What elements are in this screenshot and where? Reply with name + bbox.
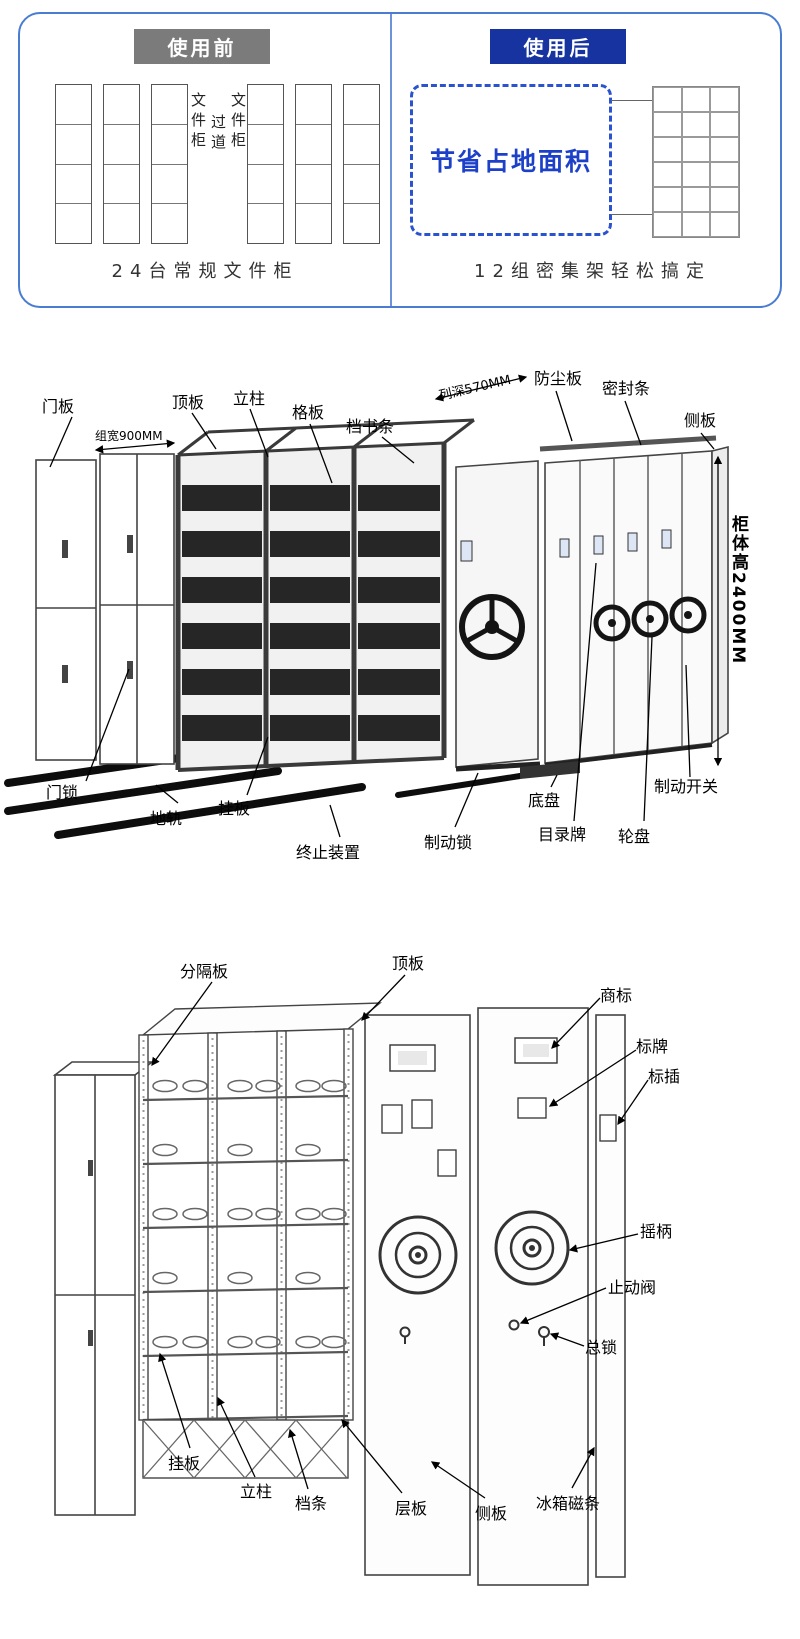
crank-handles	[378, 1210, 570, 1295]
label-ground-rail: 地轨	[150, 809, 183, 828]
label-dust-panel: 防尘板	[534, 369, 583, 388]
label-chassis: 底盘	[528, 791, 561, 810]
after-badge: 使用后	[490, 29, 626, 64]
cabinet-column	[55, 84, 92, 244]
door-cabinets	[35, 453, 175, 765]
label-name-plate: 标牌	[636, 1037, 669, 1056]
middle-diagram: 门板 组宽900MM 顶板 立柱 格板 档书条 列深570MM 防尘板 密封条 …	[0, 335, 800, 893]
label-main-lock: 总锁	[585, 1338, 618, 1357]
label-seal-strip: 密封条	[602, 379, 651, 398]
chassis-shape	[520, 761, 580, 779]
label-group-width: 组宽900MM	[95, 429, 163, 443]
label-column: 立柱	[240, 1482, 273, 1501]
label-label-insert: 标插	[648, 1067, 681, 1086]
label-fridge-magnetic-strip: 冰箱磁条	[536, 1494, 601, 1513]
rack-top-frame	[177, 418, 475, 457]
before-badge: 使用前	[134, 29, 270, 64]
base-frame	[142, 1419, 349, 1479]
comparison-panel: 使用前 使用后 文件柜 过道 文件柜 24台常规文件柜 节省占地面积 12组密集…	[18, 12, 782, 308]
label-file-strip: 档条	[295, 1494, 328, 1513]
label-trademark: 商标	[600, 986, 633, 1005]
locks-and-valves	[399, 1319, 550, 1346]
shelves	[142, 1094, 349, 1422]
dust-panel-strip	[539, 435, 717, 452]
hanging-plates	[152, 1079, 347, 1349]
label-brake-switch: 制动开关	[654, 777, 719, 796]
cabinet-column	[103, 84, 140, 244]
before-caption: 24台常规文件柜	[111, 261, 299, 282]
trademark-plates	[389, 1037, 558, 1072]
label-brake-lock: 制动锁	[424, 833, 473, 852]
bottom-diagram: 分隔板 顶板 商标 标牌 标插 摇柄 止动阀 总锁 挂板 立柱 档条 层板 侧板…	[0, 920, 800, 1639]
label-top-panel: 顶板	[392, 954, 425, 973]
door-cabinet	[52, 1061, 155, 1516]
save-space-text: 节省占地面积	[429, 147, 592, 176]
label-door-lock: 门锁	[46, 783, 79, 802]
base-lattice	[142, 1419, 348, 1479]
floor-grid	[652, 86, 740, 238]
leader-lines	[49, 374, 723, 838]
label-side-panel: 侧板	[684, 411, 717, 430]
bottom-diagram-illustration	[52, 974, 649, 1586]
label-hanging-plate: 挂板	[218, 799, 251, 818]
label-catalog-plate: 目录牌	[538, 825, 587, 844]
cabinet-column	[247, 84, 284, 244]
after-caption: 12组密集架轻松搞定	[474, 261, 711, 282]
catalog-plate	[460, 540, 473, 562]
cabinet-column	[151, 84, 188, 244]
label-stop-device: 终止装置	[296, 843, 361, 862]
label-aisle: 过道	[209, 114, 227, 154]
leader-lines	[151, 974, 649, 1499]
label-shelf-board: 格板	[292, 403, 325, 422]
label-divider-panel: 分隔板	[180, 962, 229, 981]
label-stop-valve: 止动阀	[608, 1278, 657, 1297]
label-crank-handle: 摇柄	[640, 1222, 673, 1241]
label-hand-wheel: 轮盘	[618, 827, 651, 846]
mobile-units-block	[544, 450, 713, 764]
connector-line-bottom	[611, 214, 652, 215]
catalog-plates	[559, 529, 672, 558]
shelf-bands	[182, 485, 440, 741]
rack-posts	[175, 443, 447, 770]
label-side-panel: 侧板	[475, 1504, 508, 1523]
label-column: 立柱	[233, 389, 266, 408]
label-shelf-board: 层板	[395, 1499, 428, 1518]
label-file-cabinet-left: 文件柜	[189, 92, 207, 152]
label-top-panel: 顶板	[172, 393, 205, 412]
handwheels-small	[593, 596, 707, 642]
cabinet-column	[343, 84, 380, 244]
small-plates	[381, 1097, 617, 1177]
label-book-strip: 档书条	[346, 417, 395, 436]
door-locks	[62, 535, 133, 683]
panel-divider	[390, 14, 392, 306]
label-file-cabinet-right: 文件柜	[229, 92, 247, 152]
connector-line-top	[611, 100, 652, 101]
cabinet-column	[295, 84, 332, 244]
mobile-unit	[455, 460, 539, 768]
label-cabinet-height: 柜体高2400MM	[728, 515, 748, 666]
label-door-panel: 门板	[42, 397, 75, 416]
middle-diagram-illustration	[4, 374, 729, 839]
save-space-box: 节省占地面积	[410, 84, 612, 236]
label-hanging-plate: 挂板	[168, 1454, 201, 1473]
